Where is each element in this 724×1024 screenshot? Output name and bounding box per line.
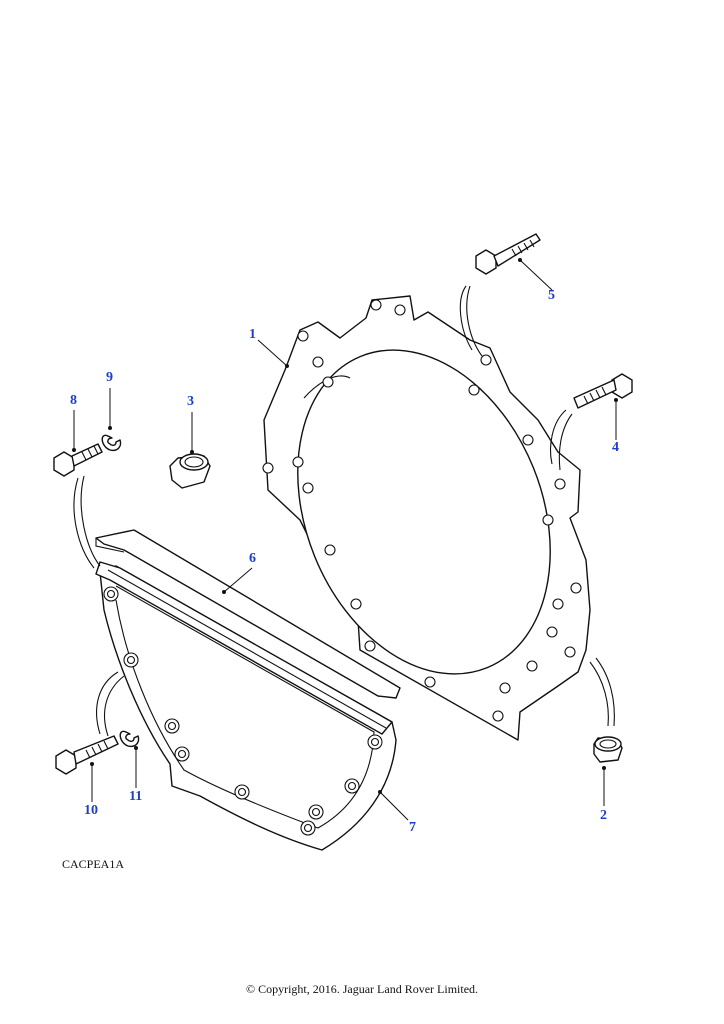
image-code-label: CACPEA1A xyxy=(62,857,125,871)
bolt-4 xyxy=(573,373,633,409)
dowel-3 xyxy=(169,453,211,489)
leader-lines xyxy=(72,258,618,821)
callout-2[interactable]: 2 xyxy=(600,808,607,823)
dowel-2 xyxy=(593,736,623,763)
callout-8[interactable]: 8 xyxy=(70,393,77,408)
callout-9[interactable]: 9 xyxy=(106,370,113,385)
callout-5[interactable]: 5 xyxy=(548,288,555,303)
bolt-5 xyxy=(475,233,541,275)
callout-6[interactable]: 6 xyxy=(249,551,256,566)
adaptor-plate xyxy=(262,295,591,741)
callout-4[interactable]: 4 xyxy=(612,440,619,455)
callout-3[interactable]: 3 xyxy=(187,394,194,409)
lock-washer-9 xyxy=(101,434,122,452)
callout-10[interactable]: 10 xyxy=(84,803,98,818)
cover-plate xyxy=(99,565,397,851)
bolt-8 xyxy=(53,443,103,477)
copyright-footer: © Copyright, 2016. Jaguar Land Rover Lim… xyxy=(245,982,479,996)
lock-washer-11 xyxy=(119,730,140,748)
strip-seal xyxy=(95,529,401,735)
callout-11[interactable]: 11 xyxy=(129,789,143,804)
callout-7[interactable]: 7 xyxy=(409,820,416,835)
callout-1[interactable]: 1 xyxy=(249,327,256,342)
bolt-10 xyxy=(55,735,119,775)
